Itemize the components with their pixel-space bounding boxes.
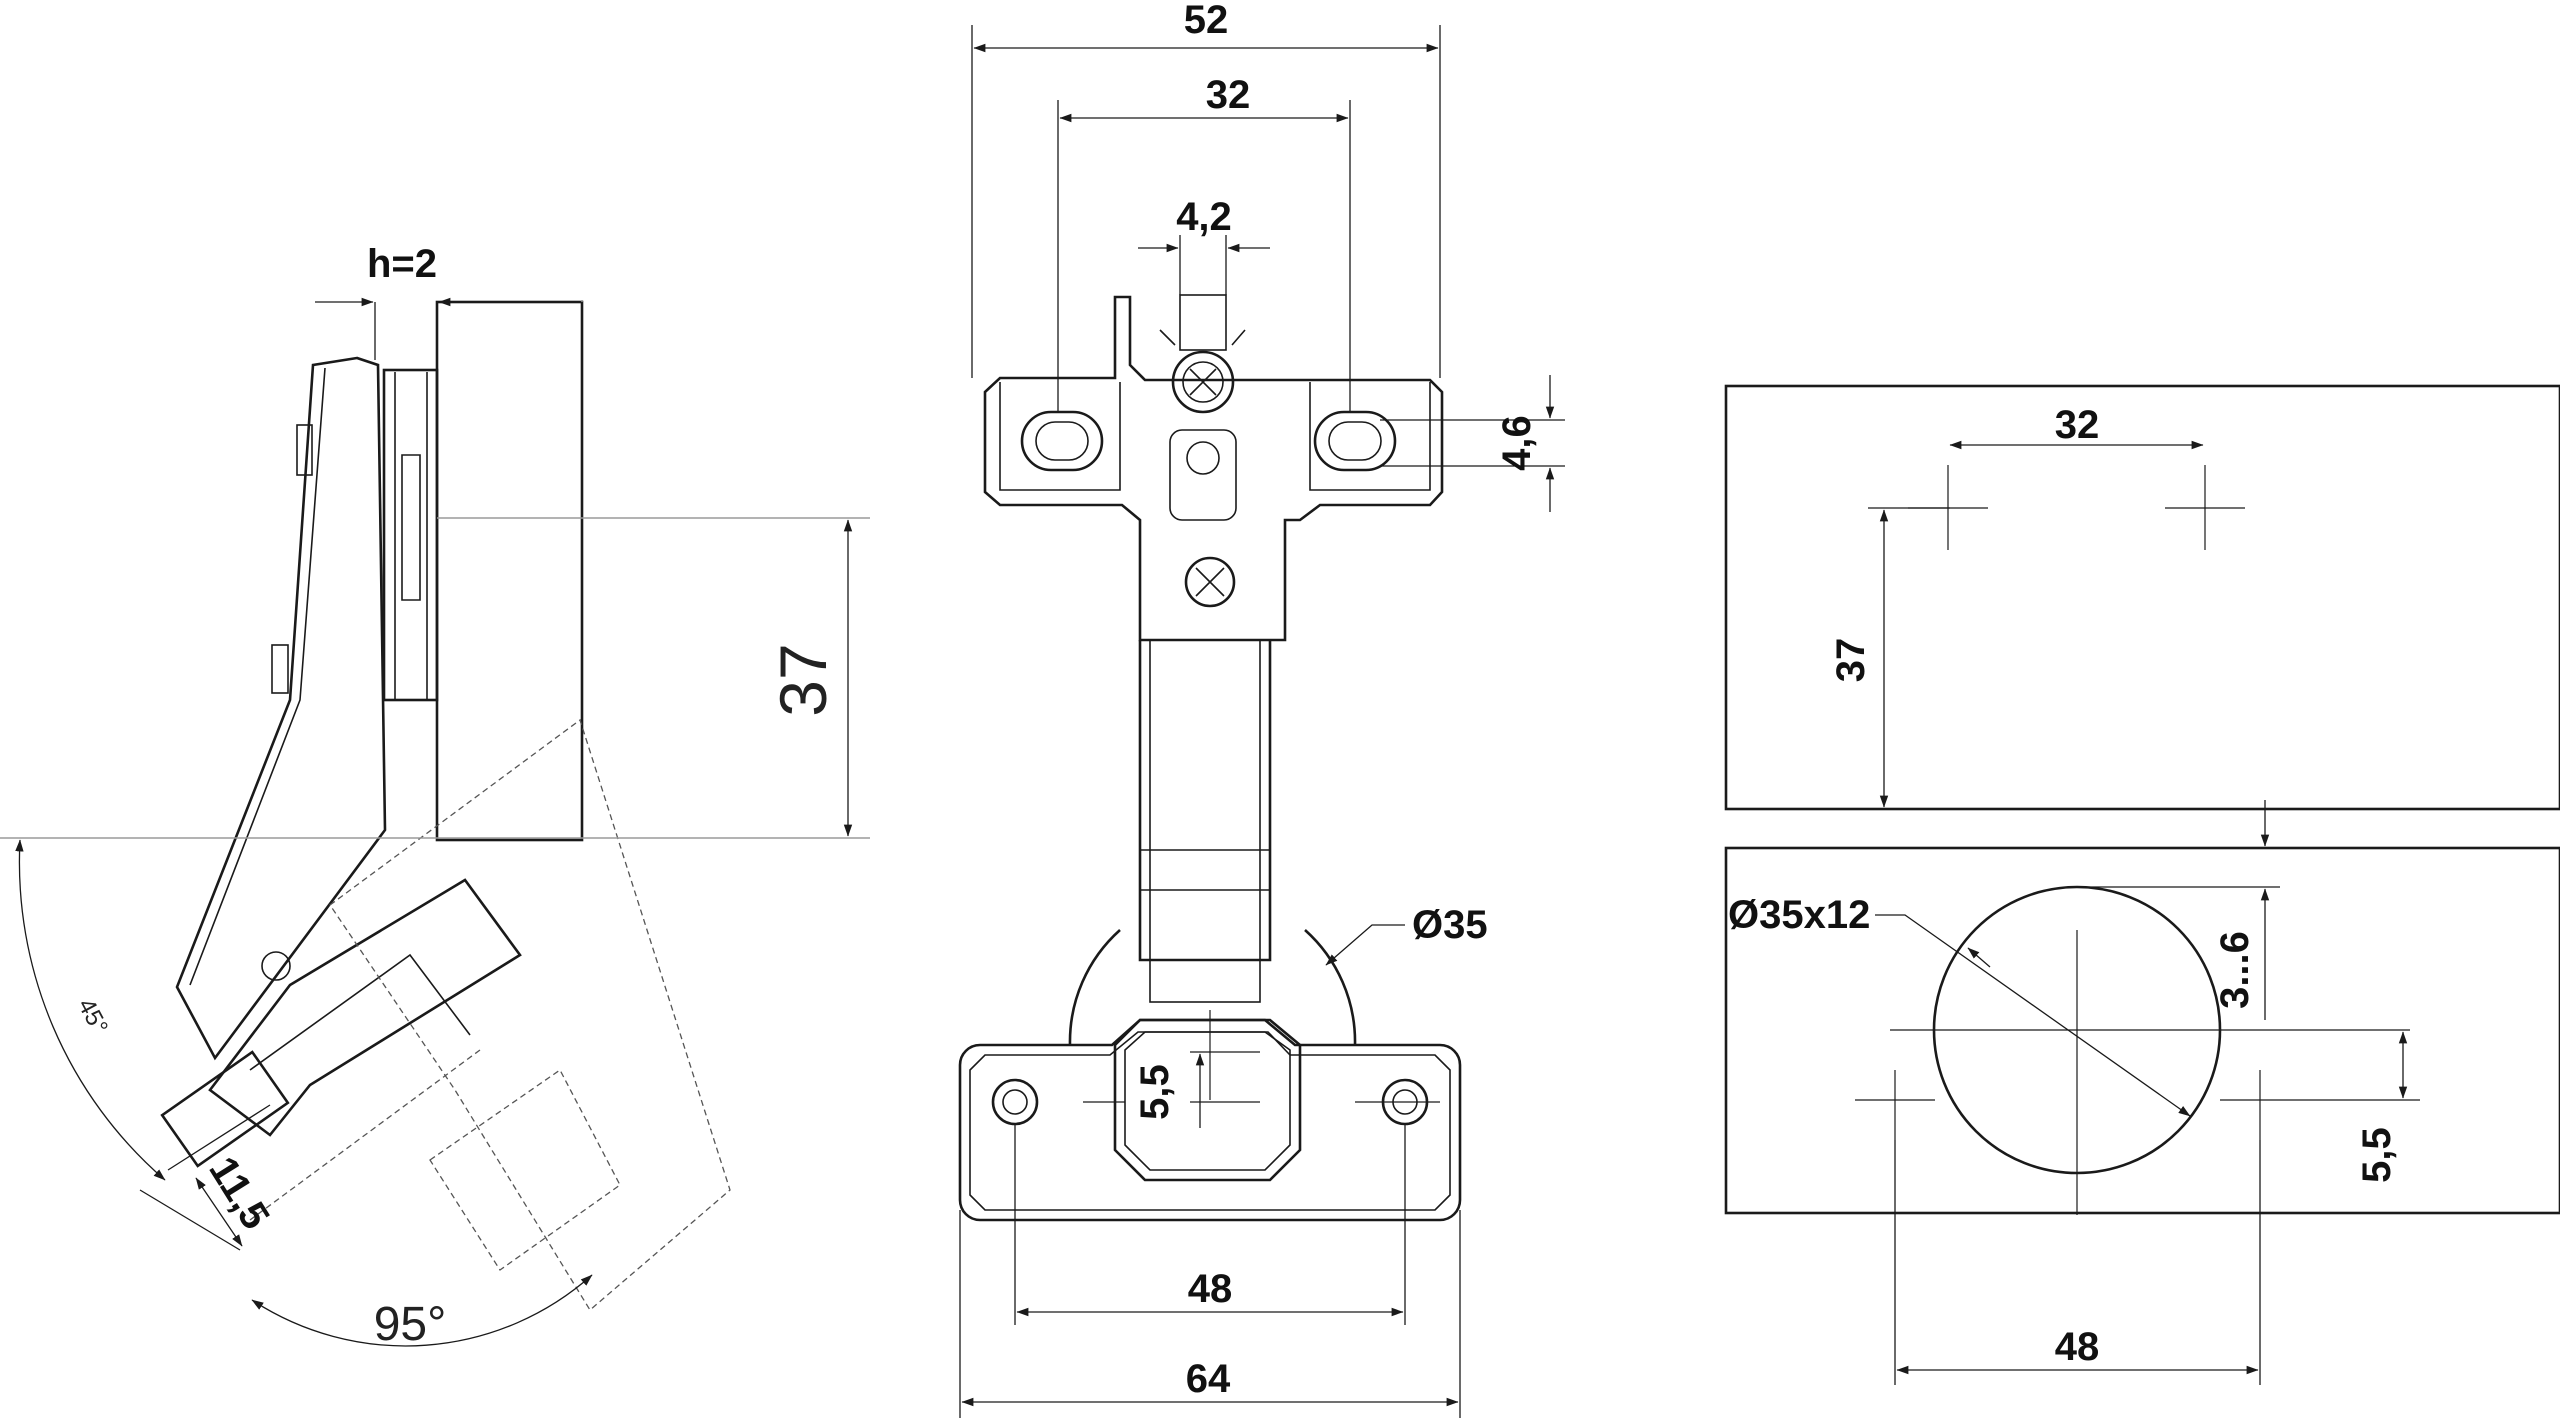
cup-leader bbox=[1325, 924, 1405, 966]
top-slot bbox=[1179, 294, 1227, 351]
base-hole-left bbox=[991, 1078, 1039, 1126]
cup-bore-leader bbox=[1875, 914, 2191, 1117]
offset-ext-2 bbox=[167, 1104, 271, 1171]
offset-dim bbox=[195, 1177, 243, 1247]
cup-offset-label: 5,5 bbox=[1133, 1064, 1177, 1120]
cabinet-panel bbox=[1724, 384, 2560, 811]
mounting-plate bbox=[382, 368, 439, 702]
gap-label: h=2 bbox=[367, 242, 437, 286]
hinge-arm-inner-edge bbox=[189, 367, 326, 986]
top-screw bbox=[1171, 350, 1235, 414]
drill-cup-offset-label: 5,5 bbox=[2355, 1127, 2399, 1183]
left-slot-inner bbox=[1035, 421, 1089, 461]
open-angle-arc bbox=[251, 1274, 593, 1347]
cup-arc-left bbox=[1068, 929, 1121, 1046]
door-rotated-edge bbox=[249, 1049, 481, 1221]
left-wing-inner bbox=[999, 382, 1121, 491]
side-view: h=2 37 45° 95° 11,5 bbox=[0, 242, 870, 1351]
mounting-plate-front bbox=[983, 295, 1444, 642]
top-screw-cross bbox=[1189, 368, 1217, 396]
drill-height-label: 37 bbox=[1829, 638, 1873, 683]
adjustment-slot bbox=[401, 454, 421, 601]
base-screw-mark-left bbox=[1855, 1070, 1935, 1140]
middle-recess bbox=[1169, 429, 1237, 521]
slot-height-label: 4,6 bbox=[1495, 415, 1539, 471]
screw-spacing-label: 32 bbox=[1206, 73, 1251, 117]
cup-bore-centerlines bbox=[1890, 930, 2410, 1215]
cup-inner-line bbox=[249, 953, 471, 1071]
drill-hole-spacing-label: 48 bbox=[2055, 1325, 2100, 1369]
arm-front bbox=[1138, 640, 1272, 962]
cup-bore-leader-start bbox=[1967, 947, 1991, 968]
middle-recess-hole bbox=[1186, 441, 1220, 475]
cup-octagon bbox=[1113, 1018, 1302, 1182]
cup-arc-right bbox=[1304, 929, 1357, 1046]
tilt-arc bbox=[15, 839, 166, 1181]
door-rotated-outline bbox=[329, 718, 731, 1311]
side-screw-head bbox=[296, 424, 313, 476]
base-hole-spacing-label: 48 bbox=[1188, 1267, 1233, 1311]
offset-label: 11,5 bbox=[200, 1149, 277, 1236]
cup-open-position bbox=[208, 878, 522, 1137]
plate-screw-mark-right bbox=[2165, 465, 2245, 550]
drill-screw-spacing-label: 32 bbox=[2055, 403, 2100, 447]
top-screw-inner bbox=[1182, 361, 1224, 403]
base-plate-inner bbox=[969, 1031, 1451, 1211]
base-screw-mark-right bbox=[2220, 1070, 2300, 1140]
tilt-angle-label: 45° bbox=[72, 994, 113, 1039]
cup-bore-label: Ø35x12 bbox=[1728, 893, 1870, 937]
slot-width-label: 4,2 bbox=[1176, 195, 1232, 239]
right-wing-inner bbox=[1309, 382, 1431, 491]
drilling-view: 32 37 Ø35x12 3...6 5,5 48 bbox=[1724, 384, 2560, 1385]
knuckle bbox=[1149, 959, 1261, 1003]
door-rotated-inner bbox=[429, 1069, 621, 1271]
front-view: 52 32 4,2 4,6 Ø35 5,5 48 64 bbox=[958, 0, 1565, 1418]
right-slot-inner bbox=[1328, 421, 1382, 461]
base-width-label: 64 bbox=[1186, 1357, 1231, 1401]
left-slot-hole bbox=[1020, 410, 1104, 472]
side-screw-head bbox=[271, 644, 289, 694]
right-slot-hole bbox=[1313, 410, 1397, 472]
hinge-arm bbox=[175, 356, 387, 1061]
cup-base-open bbox=[160, 1050, 290, 1168]
open-angle-label: 95° bbox=[374, 1298, 447, 1351]
width-overall-label: 52 bbox=[1184, 0, 1229, 42]
pivot-circle bbox=[261, 951, 291, 981]
base-plate bbox=[958, 1018, 1462, 1222]
lower-screw-cross bbox=[1195, 567, 1225, 597]
cup-octagon-inner bbox=[1124, 1031, 1291, 1171]
edge-distance-label: 3...6 bbox=[2213, 931, 2257, 1009]
screw-guides bbox=[1159, 329, 1246, 346]
door-panel bbox=[435, 300, 584, 842]
arm-front-inner bbox=[1149, 640, 1261, 960]
cup-label: Ø35 bbox=[1412, 903, 1488, 947]
door-panel-drill bbox=[1724, 846, 2560, 1215]
base-hole-left-inner bbox=[1002, 1089, 1028, 1115]
lower-screw bbox=[1184, 556, 1236, 608]
side-height-label: 37 bbox=[766, 643, 840, 716]
